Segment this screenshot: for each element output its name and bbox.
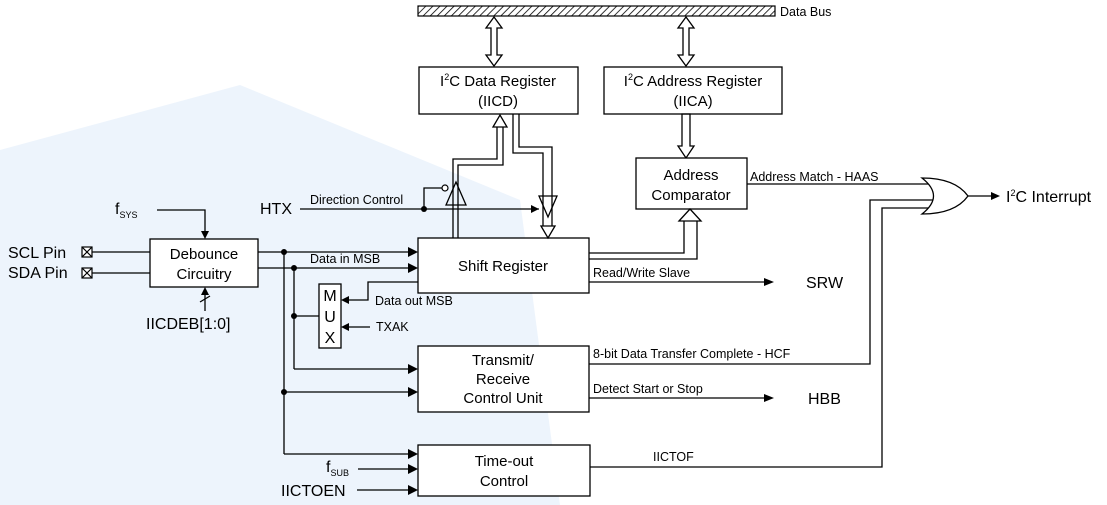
direction-control-branch xyxy=(423,187,442,209)
rw-slave-label: Read/Write Slave xyxy=(593,266,690,280)
tristate-buffer-down xyxy=(538,195,558,219)
trx-control-block xyxy=(417,345,590,413)
mux-letter-x: X xyxy=(325,330,336,347)
background-watermark xyxy=(0,85,560,505)
or-gate xyxy=(920,177,969,215)
data-out-msb-arrowhead xyxy=(341,296,349,304)
iica-register-abbr: (IICA) xyxy=(673,93,712,110)
iictof-label: IICTOF xyxy=(653,450,694,464)
sda-pin-icon xyxy=(81,267,93,279)
iica-register-block xyxy=(603,66,783,115)
iicd-register-name: I2C Data Register xyxy=(440,72,556,90)
hcf-label: 8-bit Data Transfer Complete - HCF xyxy=(593,347,791,361)
fsys-arrowhead xyxy=(201,231,209,239)
data-out-msb-label: Data out MSB xyxy=(375,294,453,308)
sda-to-shift-arrowhead xyxy=(408,263,418,273)
fsub-input-label: fSUB xyxy=(326,459,349,478)
iica-register-name: I2C Address Register xyxy=(624,72,762,90)
hbb-output-label: HBB xyxy=(808,391,841,408)
inverter-bubble xyxy=(441,184,449,192)
direction-control-label: Direction Control xyxy=(310,193,403,207)
data-out-msb-line xyxy=(349,281,418,301)
fsys-input-label: fSYS xyxy=(115,201,137,220)
scl-to-trx-arrowhead xyxy=(408,387,418,397)
tristate-buffer-up xyxy=(445,180,467,206)
bus-arrow-iicd xyxy=(484,15,504,68)
trx-label-2: Receive xyxy=(476,371,530,388)
txak-input-label: TXAK xyxy=(376,320,409,334)
iictoen-input-label: IICTOEN xyxy=(281,483,346,500)
timeout-control-block xyxy=(417,444,591,497)
shift-register-block xyxy=(417,237,590,294)
iicdeb-arrowhead xyxy=(201,287,209,295)
mux-output-junction xyxy=(291,313,297,319)
iictoen-arrowhead xyxy=(408,485,418,495)
iicd-register-abbr: (IICD) xyxy=(478,93,518,110)
bus-arrow-iica xyxy=(676,15,696,68)
scl-pin-label: SCL Pin xyxy=(8,245,66,262)
txak-arrowhead xyxy=(341,323,349,331)
address-match-label: Address Match - HAAS xyxy=(750,170,879,184)
data-in-msb-label: Data in MSB xyxy=(310,252,380,266)
htx-arrowhead xyxy=(531,205,539,213)
direction-control-junction xyxy=(421,206,427,212)
debounce-block xyxy=(149,238,259,288)
mux-letter-u: U xyxy=(324,309,336,326)
iicd-register-block xyxy=(418,66,579,115)
fsub-arrowhead xyxy=(408,464,418,474)
htx-input-label: HTX xyxy=(260,201,292,218)
debounce-label-2: Circuitry xyxy=(177,266,232,283)
timeout-label-2: Control xyxy=(480,473,528,490)
srw-output-label: SRW xyxy=(806,275,844,292)
rw-slave-arrowhead xyxy=(764,278,774,286)
sda-pin-label: SDA Pin xyxy=(8,265,68,282)
timeout-label-1: Time-out xyxy=(475,453,534,470)
debounce-label-1: Debounce xyxy=(170,246,238,263)
iicd-to-shift-path xyxy=(512,114,557,240)
hcf-line xyxy=(589,199,935,365)
mux-letter-m: M xyxy=(323,288,336,305)
shift-to-comparator-path xyxy=(589,208,703,260)
iictof-line xyxy=(590,207,933,468)
interrupt-output-label: I2C Interrupt xyxy=(1006,188,1092,206)
address-comparator-block xyxy=(635,157,748,210)
scl-to-timeout-arrowhead xyxy=(408,449,418,459)
shift-to-iicd-path xyxy=(452,113,509,238)
comparator-label-2: Comparator xyxy=(651,187,730,204)
trx-label-3: Control Unit xyxy=(463,390,543,407)
scl-to-shift-arrowhead xyxy=(408,247,418,257)
trx-label-1: Transmit/ xyxy=(472,352,535,369)
shift-register-label: Shift Register xyxy=(458,258,548,275)
data-bus-label: Data Bus xyxy=(780,5,831,19)
interrupt-arrowhead xyxy=(991,192,1000,200)
comparator-label-1: Address xyxy=(663,167,718,184)
scl-pin-icon xyxy=(81,246,93,258)
start-stop-arrowhead xyxy=(764,394,774,402)
iica-to-comparator-arrow xyxy=(676,113,696,160)
fsys-line xyxy=(157,209,206,232)
sda-to-trx-arrowhead xyxy=(408,364,418,374)
iicdeb-bus-slash xyxy=(199,295,211,303)
data-bus-bar xyxy=(417,5,776,17)
iicdeb-input-label: IICDEB[1:0] xyxy=(146,316,230,333)
start-stop-label: Detect Start or Stop xyxy=(593,382,703,396)
